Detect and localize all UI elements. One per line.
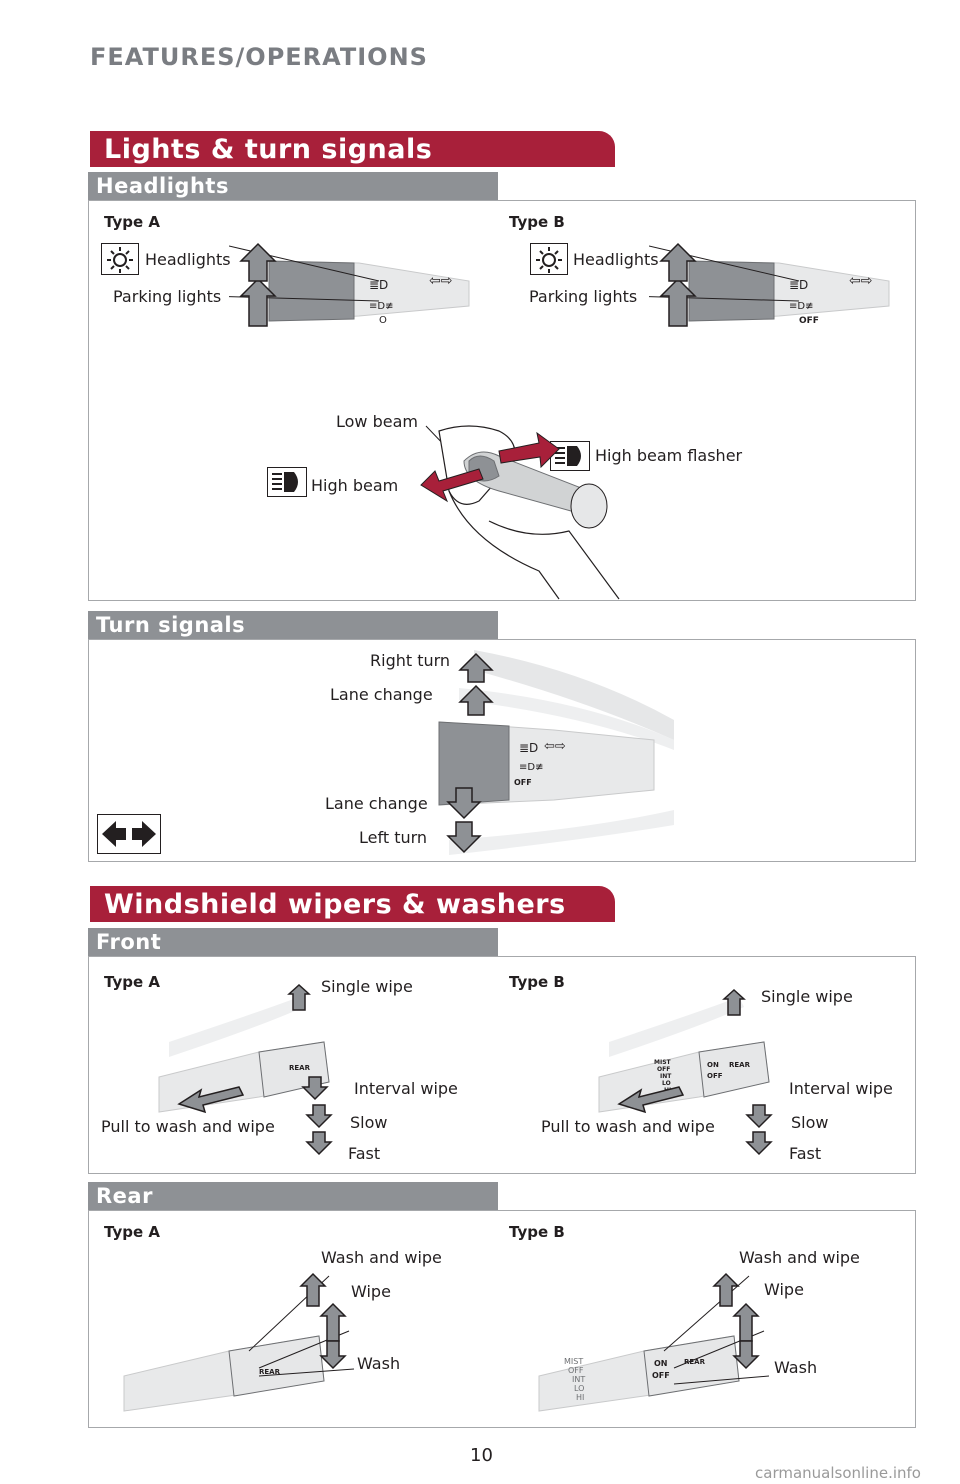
turn-signal-arrows-icon [97, 814, 161, 854]
lane-change-down-label: Lane change [325, 794, 428, 813]
high-beam-icon [267, 467, 307, 497]
rear-wipers-panel: Type A Type B Wash and wipe Wipe Wash RE… [88, 1210, 916, 1428]
front-a-rear-text: REAR [289, 1064, 311, 1072]
rear-b-rear-text: REAR [684, 1358, 706, 1366]
front-a-wiper-stalk-illustration: REAR [158, 983, 333, 1156]
rear-b-wash-label: Wash [774, 1358, 818, 1377]
front-a-slow-label: Slow [350, 1113, 388, 1132]
svg-text:≡D≢: ≡D≢ [519, 762, 543, 773]
headlight-icon [101, 243, 139, 275]
front-b-pull-label: Pull to wash and wipe [541, 1117, 715, 1136]
high-beam-label: High beam [311, 476, 399, 495]
right-turn-label: Right turn [370, 651, 451, 670]
rear-b-pos-0: MIST [564, 1357, 583, 1366]
svg-text:O: O [379, 315, 387, 326]
left-turn-label: Left turn [359, 828, 428, 847]
rear-b-pos-2: INT [572, 1375, 585, 1384]
front-a-single-wipe-label: Single wipe [321, 977, 413, 996]
rear-b-wash-wipe-label: Wash and wipe [739, 1248, 860, 1267]
type-b-off-text: OFF [799, 316, 819, 326]
front-wipers-panel: Type A Type B Single wipe Interval wipe … [88, 956, 916, 1174]
high-beam-flasher-label: High beam flasher [595, 446, 743, 465]
rear-type-a-label: Type A [104, 1223, 160, 1241]
svg-text:≡D≢: ≡D≢ [789, 301, 813, 312]
type-a-headlights-label: Headlights [145, 250, 231, 269]
headlights-type-b-label: Type B [509, 213, 565, 231]
rear-a-wipe-label: Wipe [351, 1282, 391, 1301]
rear-type-b-label: Type B [509, 1223, 565, 1241]
rear-b-pos-1: OFF [568, 1366, 584, 1375]
type-b-parking-label: Parking lights [529, 287, 638, 306]
front-a-interval-label: Interval wipe [354, 1079, 458, 1098]
rear-b-on-text: ON [654, 1359, 668, 1368]
turn-signals-panel: Right turn Lane change Lane change Left … [88, 639, 916, 862]
hand-stalk-illustration [420, 425, 620, 600]
lane-change-up-label: Lane change [330, 685, 433, 704]
page-number: 10 [470, 1445, 493, 1466]
svg-text:≣D: ≣D [519, 741, 538, 755]
front-a-pull-label: Pull to wash and wipe [101, 1117, 275, 1136]
front-subtitle: Front [88, 928, 498, 956]
front-b-on-text: ON [707, 1061, 719, 1069]
rear-a-wiper-stalk-illustration: REAR [123, 1272, 355, 1412]
front-type-b-label: Type B [509, 973, 565, 991]
rear-a-rear-text: REAR [259, 1368, 281, 1376]
front-type-a-label: Type A [104, 973, 160, 991]
type-b-headlight-stalk-illustration: ≣D ⇦⇨ ≡D≢ OFF [649, 242, 890, 327]
rear-b-pos-4: HI [576, 1393, 584, 1402]
turn-signal-stalk-illustration: ≣D ⇦⇨ ≡D≢ OFF [438, 650, 674, 855]
front-b-interval-label: Interval wipe [789, 1079, 893, 1098]
low-beam-label: Low beam [336, 412, 418, 431]
front-a-fast-label: Fast [348, 1144, 381, 1163]
front-b-pos-0: MIST [654, 1059, 672, 1066]
svg-text:⇦⇨: ⇦⇨ [429, 273, 452, 289]
rear-a-wash-wipe-label: Wash and wipe [321, 1248, 442, 1267]
svg-text:⇦⇨: ⇦⇨ [849, 273, 872, 289]
headlight-icon [530, 243, 568, 275]
headlights-panel: Type A Type B Headlights Parking lights … [88, 200, 916, 601]
rear-a-wash-label: Wash [357, 1354, 401, 1373]
rear-b-off-text: OFF [652, 1371, 670, 1380]
front-b-pos-1: OFF [657, 1066, 670, 1073]
svg-text:⇦⇨: ⇦⇨ [544, 739, 566, 754]
rear-b-pos-3: LO [574, 1384, 584, 1393]
svg-text:≡D≢: ≡D≢ [369, 301, 393, 312]
type-a-headlight-stalk-illustration: ≣D ⇦⇨ ≡D≢ O [229, 242, 470, 327]
front-b-slow-label: Slow [791, 1113, 829, 1132]
front-b-wiper-stalk-illustration: MIST OFF INT LO HI ON OFF REAR [598, 988, 773, 1156]
watermark: carmanualsonline.info [755, 1464, 921, 1482]
type-a-parking-label: Parking lights [113, 287, 222, 306]
svg-text:≣D: ≣D [789, 278, 808, 292]
svg-text:≣D: ≣D [369, 278, 388, 292]
turn-off-text: OFF [514, 778, 532, 787]
lights-banner: Lights & turn signals [90, 131, 615, 167]
type-b-headlights-label: Headlights [573, 250, 659, 269]
front-b-off-text: OFF [707, 1072, 723, 1080]
page-title: FEATURES/OPERATIONS [90, 43, 428, 71]
turn-signals-subtitle: Turn signals [88, 611, 498, 639]
headlights-subtitle: Headlights [88, 172, 498, 200]
rear-subtitle: Rear [88, 1182, 498, 1210]
rear-b-wiper-stalk-illustration: MIST OFF INT LO HI ON OFF REAR [538, 1272, 770, 1412]
wipers-banner: Windshield wipers & washers [90, 886, 615, 922]
rear-b-wipe-label: Wipe [764, 1280, 804, 1299]
front-b-pos-2: INT [660, 1073, 672, 1080]
front-b-pos-3: LO [662, 1080, 671, 1087]
front-b-fast-label: Fast [789, 1144, 822, 1163]
front-b-single-wipe-label: Single wipe [761, 987, 853, 1006]
front-b-rear-text: REAR [729, 1061, 751, 1069]
headlights-type-a-label: Type A [104, 213, 160, 231]
